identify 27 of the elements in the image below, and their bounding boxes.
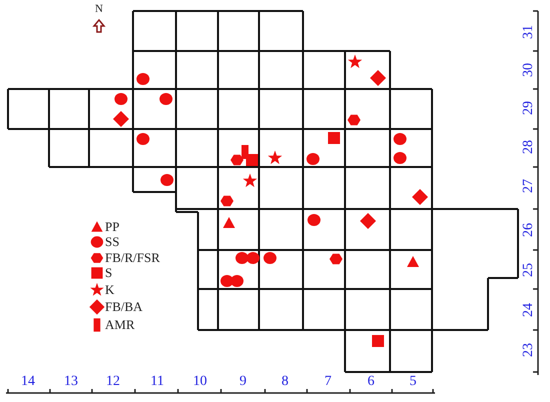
axis-tick-label: 26 [522, 223, 536, 237]
axis-tick-label: 30 [522, 63, 536, 77]
axis-tick-label: 13 [64, 375, 78, 389]
axis-tick-label: 24 [522, 303, 536, 317]
north-label: N [95, 4, 103, 14]
axis-tick-label: 5 [410, 375, 416, 389]
axis-tick-label: 14 [21, 375, 35, 389]
axis-tick-label: 29 [522, 101, 536, 115]
axis-tick-label: 23 [522, 343, 536, 357]
axis-tick-label: 11 [150, 375, 164, 389]
legend-label: S [105, 266, 112, 279]
axis-tick-label: 8 [282, 375, 288, 389]
axis-tick-label: 7 [324, 375, 332, 389]
axis-tick-label: 28 [522, 140, 536, 154]
axis-tick-label: 10 [193, 375, 207, 389]
axis-tick-label: 31 [522, 25, 536, 39]
axis-tick-label: 9 [240, 375, 246, 389]
legend-label: FB/BA [105, 300, 143, 313]
legend-label: K [105, 283, 114, 296]
legend-label: SS [105, 235, 120, 248]
axis-tick-label: 27 [522, 179, 536, 193]
legend-label: PP [105, 220, 120, 233]
axis-tick-label: 6 [368, 375, 374, 389]
legend-label: AMR [105, 318, 135, 331]
axis-tick-label: 12 [106, 375, 120, 389]
axis-tick-label: 25 [522, 263, 536, 277]
legend-label: FB/R/FSR [105, 251, 160, 264]
